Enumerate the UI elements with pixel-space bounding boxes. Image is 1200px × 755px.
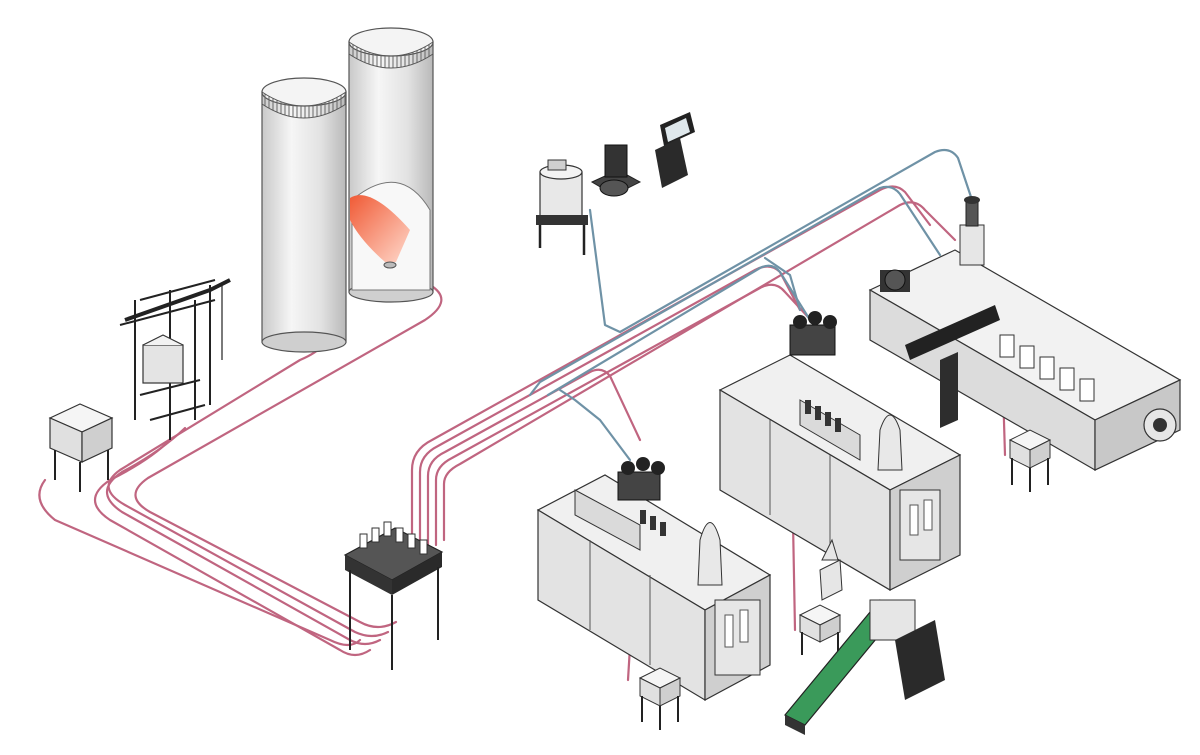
- pipe-bin-to-manifold: [38, 478, 362, 647]
- injection-molding-machine-rear: [718, 311, 962, 592]
- extruder-line: [868, 196, 1182, 472]
- material-bin: [48, 403, 114, 492]
- dust-collector: [590, 144, 642, 197]
- storage-silo-left: [261, 77, 347, 353]
- pipe-silo-right: [134, 283, 443, 629]
- pipe-unloader-2: [105, 426, 382, 646]
- granulator-conveyor: [784, 538, 945, 735]
- storage-silo-right: [348, 27, 434, 303]
- material-cone: [350, 195, 410, 262]
- material-bin-front: [638, 667, 682, 730]
- injection-molding-machine-front: [536, 457, 772, 702]
- distribution-manifold: [343, 521, 444, 670]
- vacuum-pump-unit: [536, 159, 588, 255]
- regrind-bin: [1008, 429, 1052, 492]
- pipe-unloader-1: [93, 438, 372, 657]
- control-panel: [655, 112, 695, 188]
- bulk-bag-unloader: [119, 278, 231, 440]
- material-bin-granulator: [798, 604, 842, 655]
- vacuum-lines: [528, 148, 974, 462]
